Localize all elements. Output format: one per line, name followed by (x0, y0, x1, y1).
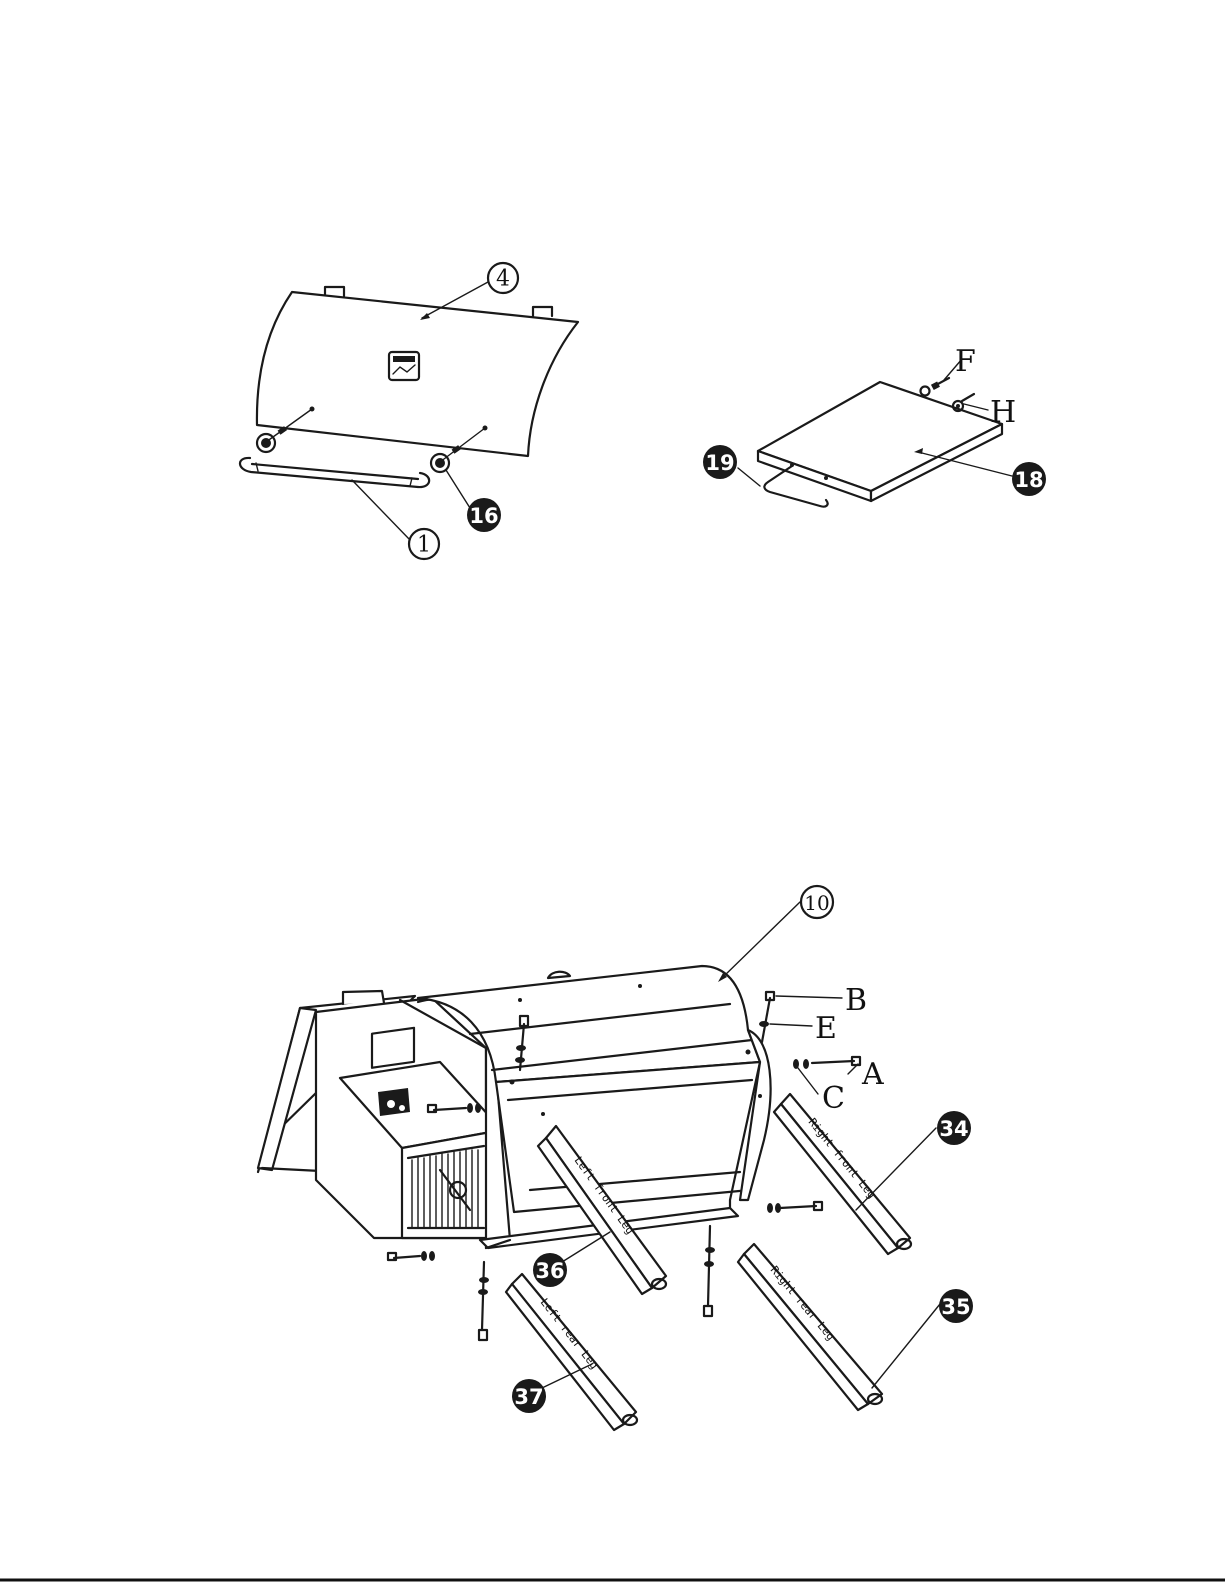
bolt-lower-right (767, 1202, 822, 1213)
hardware-label-b: B (845, 983, 867, 1018)
side-shelf-assembly (758, 378, 1002, 507)
hardware-label-f: F (955, 344, 976, 379)
hardware-label-e: E (815, 1011, 837, 1046)
hardware-label-h: H (990, 395, 1016, 430)
svg-text:16: 16 (469, 504, 498, 528)
hardware-label-c: C (822, 1081, 845, 1116)
callout-10: 10 (801, 886, 833, 918)
hardware-label-a: A (861, 1057, 884, 1092)
bolt-f (921, 378, 950, 396)
svg-text:18: 18 (1014, 468, 1043, 492)
bolt-lower-left-vertical (478, 1262, 489, 1340)
callout-4: 4 (488, 263, 518, 293)
svg-text:37: 37 (514, 1385, 543, 1409)
callout-36: 36 (533, 1253, 567, 1287)
callout-35: 35 (939, 1289, 973, 1323)
svg-text:19: 19 (705, 451, 734, 475)
lid-panel (257, 292, 578, 456)
svg-text:4: 4 (496, 267, 510, 292)
svg-text:1: 1 (417, 533, 431, 558)
svg-text:10: 10 (804, 891, 829, 915)
lid-assembly (240, 287, 578, 487)
lid-hinge-right (533, 307, 552, 316)
callout-37: 37 (512, 1379, 546, 1413)
svg-text:35: 35 (941, 1295, 970, 1319)
right-rear-leg: Right rear Leg (738, 1244, 882, 1410)
bolt-a (793, 1057, 860, 1069)
callout-19: 19 (703, 445, 737, 479)
callout-34: 34 (937, 1111, 971, 1145)
callout-1: 1 (409, 529, 439, 559)
grill-body-assembly: Left front Leg Right front Leg Left rear… (258, 966, 911, 1430)
bolt-lower-center-vertical (704, 1226, 715, 1316)
svg-text:36: 36 (535, 1259, 564, 1283)
callout-18: 18 (1012, 462, 1046, 496)
lid-hinge-left (325, 287, 344, 296)
bolt-b (759, 992, 774, 1042)
callout-16: 16 (467, 498, 501, 532)
bolt-lower-left (388, 1251, 435, 1261)
svg-text:34: 34 (939, 1117, 968, 1141)
